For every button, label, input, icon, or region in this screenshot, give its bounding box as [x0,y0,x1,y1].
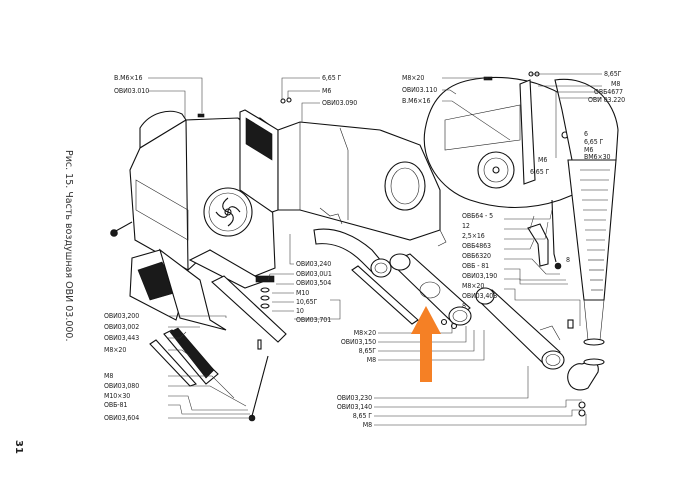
label-ovi03-002: ОВИ03,002 [104,323,140,331]
label-washer-8: 8 [462,302,466,310]
label-bolt-m6x16-fan: В.М6×16 [402,97,431,105]
label-washer-6-65g: 6,65 Г [322,74,342,82]
label-ovi03-190: ОВИ03,190 [462,272,498,280]
fasteners [197,71,586,417]
label-ovi03-0u1: ОВИ03,0U1 [296,270,332,278]
label-ovi03-080: ОВИ03,080 [104,382,140,390]
page-number: 31 [13,440,24,454]
lower-pipe [475,287,565,370]
arrow-up-icon [411,306,441,382]
label-ovb-81: ОВБ - 81 [462,262,490,270]
duct-transition [239,109,447,247]
label-bolt-m8x20: М8×20 [402,74,425,82]
rod [551,199,557,263]
label-ovi03-140: ОВИ03,140 [336,403,372,411]
label-washer-10: 10 [296,307,304,315]
flat-strip [351,265,419,325]
label-washer-6: 6 [584,130,588,138]
label-ovi03-230: ОВИ03,230 [336,394,372,402]
label-ovi03-090: ОВИ03.090 [322,99,358,107]
label-ovi03-240: ОВИ03,240 [296,260,332,268]
label-ovi03-604: ОВИ03,604 [104,414,140,422]
label-bolt-m8x20-right: М8×20 [462,282,485,290]
curved-pipe [313,228,392,278]
figure-caption: Рис. 15. Часть воздушная ОВИ 03.000. [63,150,74,342]
louver-lines [580,169,610,291]
label-ovi03-403: ОВИ03,403 [462,292,498,300]
label-nut-m8-pipe: М8 [366,356,376,364]
label-nut-m8-bottom: М8 [362,421,372,429]
label-bolt-m8x20-left: М8×20 [104,346,127,354]
label-ovi03-010: ОВИ03.010 [114,87,150,95]
label-washer-8-65g-bottom: 8,65 Г [352,412,372,420]
label-washer-8-65g: 8,65Г [604,70,622,78]
label-nut-m10: М10 [296,289,310,297]
label-washer-8-65g-pipe: 8,65Г [358,347,376,355]
label-bolt-m6x16: В.М6×16 [114,74,143,82]
label-nut-m6-side: М6 [584,146,594,154]
label-bolt-m6x30: ВМ6×30 [584,153,611,161]
label-nut-m8-left: М8 [104,372,114,380]
lower-left-parts [129,248,287,422]
label-washer-8-bracket: 8 [566,256,570,264]
label-ovi03-443: ОВИ03,443 [104,334,140,342]
label-ovb64-5: ОВБ64 - 5 [462,212,493,220]
label-ovi03-504: ОВИ03,504 [296,279,332,287]
label-ovb-81-left: ОВБ-81 [104,401,128,409]
straight-pipe [389,253,472,326]
label-ovi03-150: ОВИ03,150 [340,338,376,346]
label-bolt-m8x20-pipe: М8×20 [353,329,376,337]
label-washer-10-65g: 10,65Г [296,298,318,306]
label-nut-m6-lower: М6 [538,156,548,164]
label-washer-6-65g-lower: 6,65 Г [530,168,550,176]
label-ovi03-110: ОВИ03.110 [402,86,438,94]
label-ovb4863: ОВБ4863 [462,242,491,250]
label-ovi03-200: ОВИ03,200 [104,312,140,320]
bracket-ovb6320 [527,223,549,267]
label-nut-m6: М6 [322,87,332,95]
leader-lines [148,73,602,426]
label-nut-m8: М8 [611,80,621,88]
label-washer-6-65g-side: 6,65 Г [584,138,604,146]
label-12: 12 [462,222,470,230]
label-bolt-m10x30: М10×30 [104,392,131,400]
label-pin-2-5x16: 2,5×16 [462,232,485,240]
louvered-housing [554,78,619,391]
label-ovi03-220: ОВИ 03.220 [588,96,626,104]
label-ovb6320: ОВБ6320 [462,252,491,260]
label-ovb4677: ОВБ4677 [594,88,623,96]
label-ovi03-701: ОВИ03,701 [296,316,332,324]
